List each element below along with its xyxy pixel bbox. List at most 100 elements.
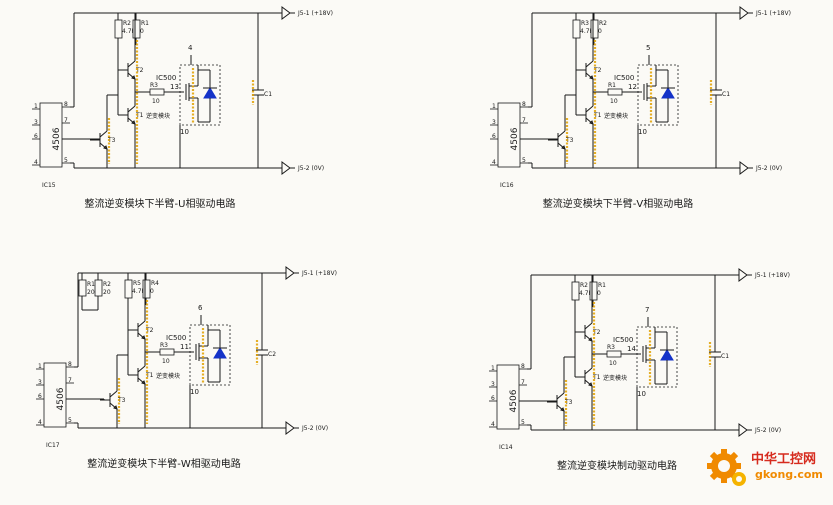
module-outline	[637, 64, 679, 126]
watermark-title: 中华工控网	[751, 451, 816, 467]
transistor-label: T2	[593, 67, 602, 74]
rail-bottom-label: J5-2 (0V)	[301, 425, 328, 432]
module-bottom-pin: 10	[638, 128, 647, 136]
circuit-u: J5-1 (+18V)J5-2 (0V)4506IC151364875R24.7…	[32, 6, 333, 210]
module-outline	[179, 64, 221, 126]
ic-chip-label: 4506	[510, 127, 520, 150]
ic-pin-left: 3	[491, 381, 495, 388]
transistor: T2	[575, 322, 601, 342]
rail-bottom-arrow	[285, 421, 295, 435]
capacitor-label: C1	[722, 91, 730, 98]
transistor-label: T3	[564, 399, 573, 406]
extra-resistor	[94, 279, 103, 297]
transistor-label: T1	[135, 112, 144, 119]
ic-pin-left: 3	[38, 379, 42, 386]
resistor-name: R2	[599, 20, 607, 27]
rail-bottom-label: J5-2 (0V)	[297, 165, 324, 172]
gate-resistor-value: 10	[152, 98, 160, 105]
transistor: T2	[128, 320, 154, 340]
rail-top-label: J5-1 (+18V)	[754, 272, 790, 279]
ic-chip-label: 4506	[56, 387, 66, 410]
transistor-label: T3	[565, 137, 574, 144]
ic-body	[39, 102, 63, 168]
ic-pin-right: 8	[64, 101, 68, 108]
gate-resistor-value: 10	[162, 358, 170, 365]
ic-pin-right: 8	[522, 101, 526, 108]
resistor-body	[124, 279, 133, 299]
ic-pin-right: 8	[521, 363, 525, 370]
capacitor-label: C1	[721, 353, 729, 360]
module-bottom-pin: 10	[637, 390, 646, 398]
transistor: T1	[128, 365, 154, 385]
ic-pin-right: 7	[521, 379, 525, 386]
circuit-caption: 整流逆变模块下半臂-V相驱动电路	[543, 197, 693, 210]
resistor-body	[590, 19, 599, 39]
gate-resistor-name: R3	[160, 342, 168, 349]
rail-top-label: J5-1 (+18V)	[301, 270, 337, 277]
resistor-value: 0	[597, 290, 601, 297]
resistor-body	[132, 19, 141, 39]
resistor-name: R1	[598, 282, 606, 289]
module-name: IC500	[614, 74, 634, 82]
ic-pin-right: 7	[522, 117, 526, 124]
ic-pin-left: 6	[34, 133, 38, 140]
transistor-label: T1	[593, 112, 602, 119]
ic-pin-left: 1	[491, 365, 495, 372]
circuit-caption: 整流逆变模块制动驱动电路	[557, 459, 677, 472]
ic-pin-left: 3	[34, 119, 38, 126]
ic-ref-label: IC14	[499, 444, 513, 451]
rail-top-label: J5-1 (+18V)	[297, 10, 333, 17]
resistor-body	[114, 19, 123, 39]
resistor-value: 4.7K	[579, 290, 594, 297]
ic-pin-left: 3	[492, 119, 496, 126]
ic-body	[496, 364, 520, 430]
ic-pin-right: 7	[68, 377, 72, 384]
module-gate-pin: 11	[180, 343, 189, 351]
module-outline	[189, 324, 231, 386]
ic-pin-right: 7	[64, 117, 68, 124]
module-gate-pin: 12	[628, 83, 637, 91]
rail-bottom-arrow	[738, 423, 748, 437]
transistor-label: T3	[107, 137, 116, 144]
rail-top-arrow	[738, 268, 748, 282]
transistor-label: T1	[145, 372, 154, 379]
ic-ref-label: IC15	[42, 182, 56, 189]
ic-pin-right: 5	[64, 157, 68, 164]
gate-resistor-value: 10	[609, 360, 617, 367]
extra-resistor-value: 20	[103, 289, 111, 296]
module-label: 逆变模块	[604, 112, 628, 120]
ic-chip-label: 4506	[509, 389, 519, 412]
resistor-name: R2	[123, 20, 131, 27]
transistor: T2	[118, 60, 144, 80]
ic-ref-label: IC16	[500, 182, 514, 189]
module-label: 逆变模块	[146, 112, 170, 120]
rail-top-arrow	[739, 6, 749, 20]
resistor-value: 4.7K	[122, 28, 137, 35]
gate-resistor	[607, 88, 623, 96]
ic-body	[43, 362, 67, 428]
module-name: IC500	[156, 74, 176, 82]
module-label: 逆变模块	[156, 372, 180, 380]
capacitor-label: C2	[268, 351, 276, 358]
ic-pin-left: 1	[38, 363, 42, 370]
ic-pin-left: 6	[38, 393, 42, 400]
module-bottom-pin: 10	[180, 128, 189, 136]
transistor: T1	[576, 105, 602, 125]
ic-pin-left: 1	[34, 103, 38, 110]
transistor-label: T2	[592, 329, 601, 336]
ic-pin-left: 4	[491, 421, 495, 428]
module-gate-pin: 13	[170, 83, 179, 91]
circuit-w: J5-1 (+18V)J5-2 (0V)4506IC171364875R120R…	[36, 266, 337, 470]
gate-resistor-name: R3	[607, 344, 615, 351]
resistor-value: 4.7K	[132, 288, 147, 295]
resistor-name: R1	[141, 20, 149, 27]
ic-body	[497, 102, 521, 168]
resistor-value: 0	[598, 28, 602, 35]
rail-bottom-label: J5-2 (0V)	[755, 165, 782, 172]
transistor-label: T2	[145, 327, 154, 334]
circuit-caption: 整流逆变模块下半臂-W相驱动电路	[87, 457, 241, 470]
ic-pin-left: 4	[34, 159, 38, 166]
ic-pin-left: 6	[491, 395, 495, 402]
